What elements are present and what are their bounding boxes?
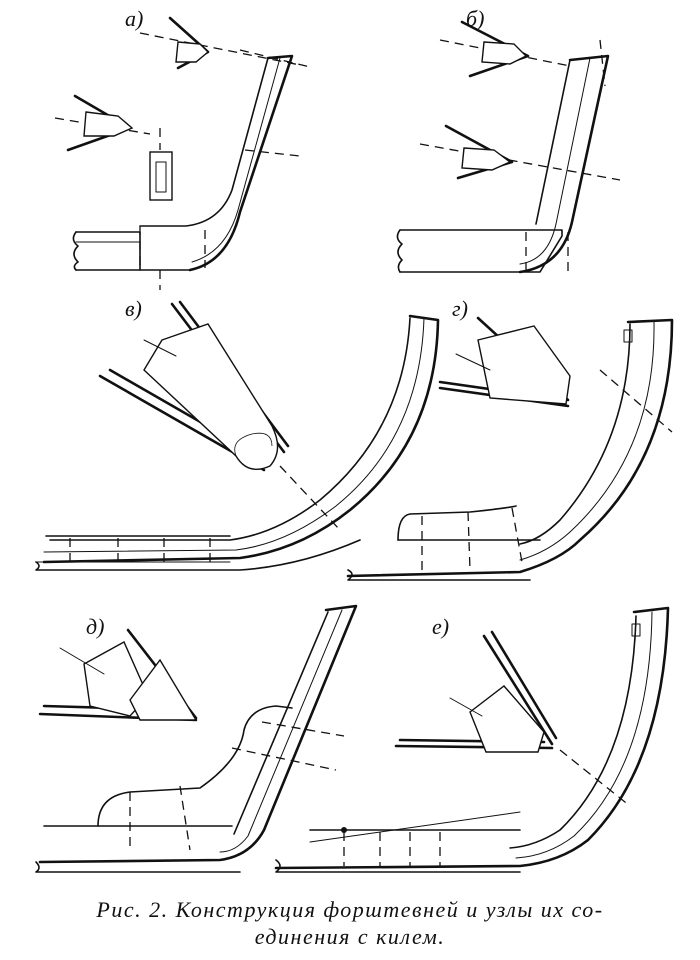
keel-bottom bbox=[347, 569, 531, 581]
stem-rabbet-line bbox=[191, 57, 281, 263]
stem-inner-line bbox=[233, 611, 329, 835]
bolt-head bbox=[341, 827, 347, 833]
stem-inner-line bbox=[49, 317, 411, 541]
section-line bbox=[419, 143, 621, 181]
keel-rabbet bbox=[155, 161, 167, 193]
stem-section-hatched bbox=[83, 111, 134, 137]
stem-rabbet-line bbox=[519, 57, 591, 265]
stem-section-hatched bbox=[175, 41, 210, 63]
bolt-line bbox=[467, 511, 471, 571]
keel-break-line bbox=[72, 231, 79, 271]
keel-section bbox=[149, 151, 173, 201]
section-line bbox=[239, 49, 311, 68]
section-line bbox=[599, 369, 673, 433]
stem-section-hatched bbox=[129, 658, 198, 721]
panel-g-label: г) bbox=[452, 296, 468, 321]
keel-bottom bbox=[35, 539, 361, 571]
panel-b: б) bbox=[396, 6, 621, 274]
stem-section-hatched bbox=[481, 41, 528, 65]
bolt-line bbox=[511, 507, 523, 563]
panel-d: д) bbox=[35, 604, 358, 873]
section-line bbox=[599, 39, 606, 87]
stem-end-grain bbox=[234, 432, 273, 457]
panel-v-label: в) bbox=[125, 296, 142, 321]
bolt-line bbox=[231, 747, 337, 771]
planking-strake bbox=[482, 634, 554, 746]
keel-bottom bbox=[275, 859, 521, 873]
scarf-line bbox=[309, 811, 521, 843]
keel-outline bbox=[399, 229, 563, 273]
caption-line-1: Рис. 2. Конструкция форштевней и узлы их… bbox=[96, 897, 604, 922]
panel-e: е) bbox=[274, 606, 670, 873]
leader-line bbox=[449, 697, 483, 717]
stem-rabbet-line bbox=[219, 609, 343, 853]
panel-a-label: а) bbox=[125, 6, 143, 31]
planking-section bbox=[460, 20, 530, 78]
stem-outer-line bbox=[42, 314, 440, 564]
panel-v: в) bbox=[35, 296, 440, 571]
section-line bbox=[559, 749, 631, 807]
planking-section bbox=[444, 124, 514, 180]
stem-inner-line bbox=[535, 59, 571, 225]
panel-e-label: е) bbox=[432, 614, 449, 639]
leader-line bbox=[143, 339, 177, 357]
panel-d-label: д) bbox=[86, 614, 104, 639]
stem-scarf-detail bbox=[623, 329, 633, 343]
stem-inner-line bbox=[519, 323, 631, 545]
stem-section-hatched bbox=[469, 685, 545, 753]
stem-scarf-detail bbox=[631, 623, 641, 637]
panel-a: а) bbox=[54, 6, 311, 290]
stem-outer-line bbox=[518, 54, 610, 274]
panel-b-label: б) bbox=[466, 6, 484, 31]
bolt-line bbox=[179, 785, 191, 851]
keel-outline bbox=[75, 231, 191, 271]
panel-g: г) bbox=[346, 296, 674, 581]
section-line bbox=[244, 149, 301, 157]
section-line bbox=[139, 32, 301, 66]
stem-rabbet-line bbox=[519, 321, 655, 561]
figure-caption: Рис. 2. Конструкция форштевней и узлы их… bbox=[0, 896, 700, 950]
stem-section-hatched bbox=[461, 147, 512, 171]
knee-outline bbox=[97, 705, 293, 827]
stem-construction-figure: а) б) bbox=[35, 6, 674, 873]
keel-bottom bbox=[35, 861, 241, 873]
stem-rabbet-line bbox=[515, 611, 653, 859]
caption-line-2: единения с килем. bbox=[254, 924, 446, 949]
stem-outer-line bbox=[274, 606, 670, 870]
stem-section-hatched bbox=[477, 325, 571, 405]
stem-outer-line bbox=[38, 604, 358, 864]
leader-line bbox=[59, 647, 105, 675]
stem-outer-line bbox=[188, 54, 294, 272]
stem-rabbet-line bbox=[43, 317, 425, 553]
stem-outer-line bbox=[346, 318, 674, 578]
apron-piece bbox=[397, 505, 517, 541]
stem-inner-line bbox=[139, 57, 269, 227]
stem-detail bbox=[143, 323, 279, 470]
stem-inner-line bbox=[509, 615, 637, 849]
planking-strake bbox=[490, 630, 558, 740]
leader-line bbox=[455, 353, 491, 371]
keel-break-line bbox=[396, 229, 403, 273]
